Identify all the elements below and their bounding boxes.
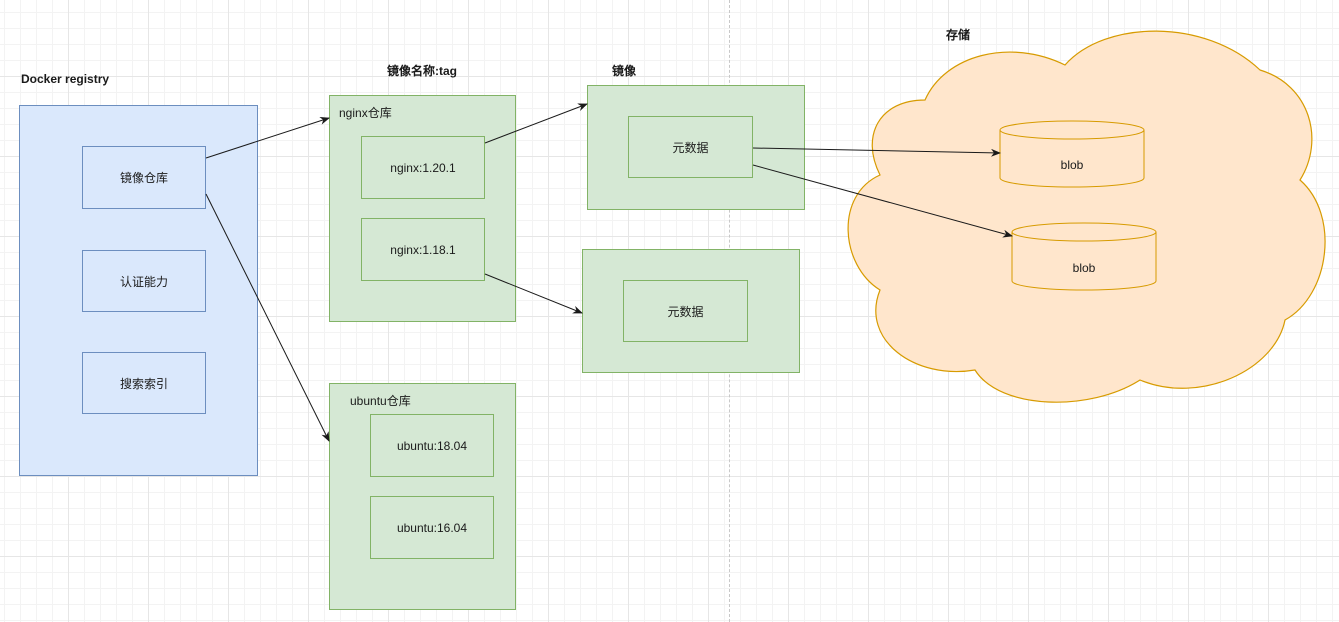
registry-item-label: 镜像仓库 xyxy=(119,171,168,185)
metadata-box-1[interactable]: 元数据 xyxy=(628,116,753,178)
repository-panel-nginx[interactable]: nginx仓库 xyxy=(329,95,516,322)
tag-box-ubuntu-18-04[interactable]: ubuntu:18.04 xyxy=(370,414,494,477)
blob-cylinder-2[interactable] xyxy=(1011,222,1157,291)
arrow-tag-to-image-2 xyxy=(484,273,583,314)
registry-item-label: 搜索索引 xyxy=(119,376,168,391)
registry-item-image-repository[interactable]: 镜像仓库 xyxy=(82,146,206,209)
metadata-label: 元数据 xyxy=(672,140,709,155)
tag-box-ubuntu-16-04[interactable]: ubuntu:16.04 xyxy=(370,496,494,559)
tags-heading: 镜像名称:tag xyxy=(387,64,457,78)
tag-box-nginx-1-20-1[interactable]: nginx:1.20.1 xyxy=(361,136,485,199)
repository-title: ubuntu仓库 xyxy=(350,394,411,408)
tag-label: ubuntu:18.04 xyxy=(396,438,468,453)
tag-label: nginx:1.20.1 xyxy=(390,160,456,175)
metadata-label: 元数据 xyxy=(667,304,704,319)
registry-heading: Docker registry xyxy=(21,72,110,86)
registry-item-label: 认证能力 xyxy=(119,274,168,289)
metadata-box-2[interactable]: 元数据 xyxy=(623,280,748,342)
tag-label: nginx:1.18.1 xyxy=(390,242,456,257)
storage-cloud[interactable] xyxy=(847,30,1326,403)
arrow-tag-to-image-1 xyxy=(484,103,588,144)
blob-cylinder-1[interactable] xyxy=(999,120,1145,188)
blob-label: blob xyxy=(1060,158,1084,172)
arrow-metadata-to-blob-1 xyxy=(752,147,1001,157)
arrow-registry-to-ubuntu xyxy=(205,193,330,442)
arrow-metadata-to-blob-2 xyxy=(752,164,1013,238)
tag-label: ubuntu:16.04 xyxy=(396,520,468,535)
registry-item-search-index[interactable]: 搜索索引 xyxy=(82,352,206,414)
image-heading: 镜像 xyxy=(612,64,637,78)
storage-heading: 存储 xyxy=(946,28,971,42)
tag-box-nginx-1-18-1[interactable]: nginx:1.18.1 xyxy=(361,218,485,281)
arrow-registry-to-nginx xyxy=(205,116,330,159)
blob-label: blob xyxy=(1072,261,1096,275)
registry-item-authentication[interactable]: 认证能力 xyxy=(82,250,206,312)
repository-title: nginx仓库 xyxy=(339,106,392,120)
